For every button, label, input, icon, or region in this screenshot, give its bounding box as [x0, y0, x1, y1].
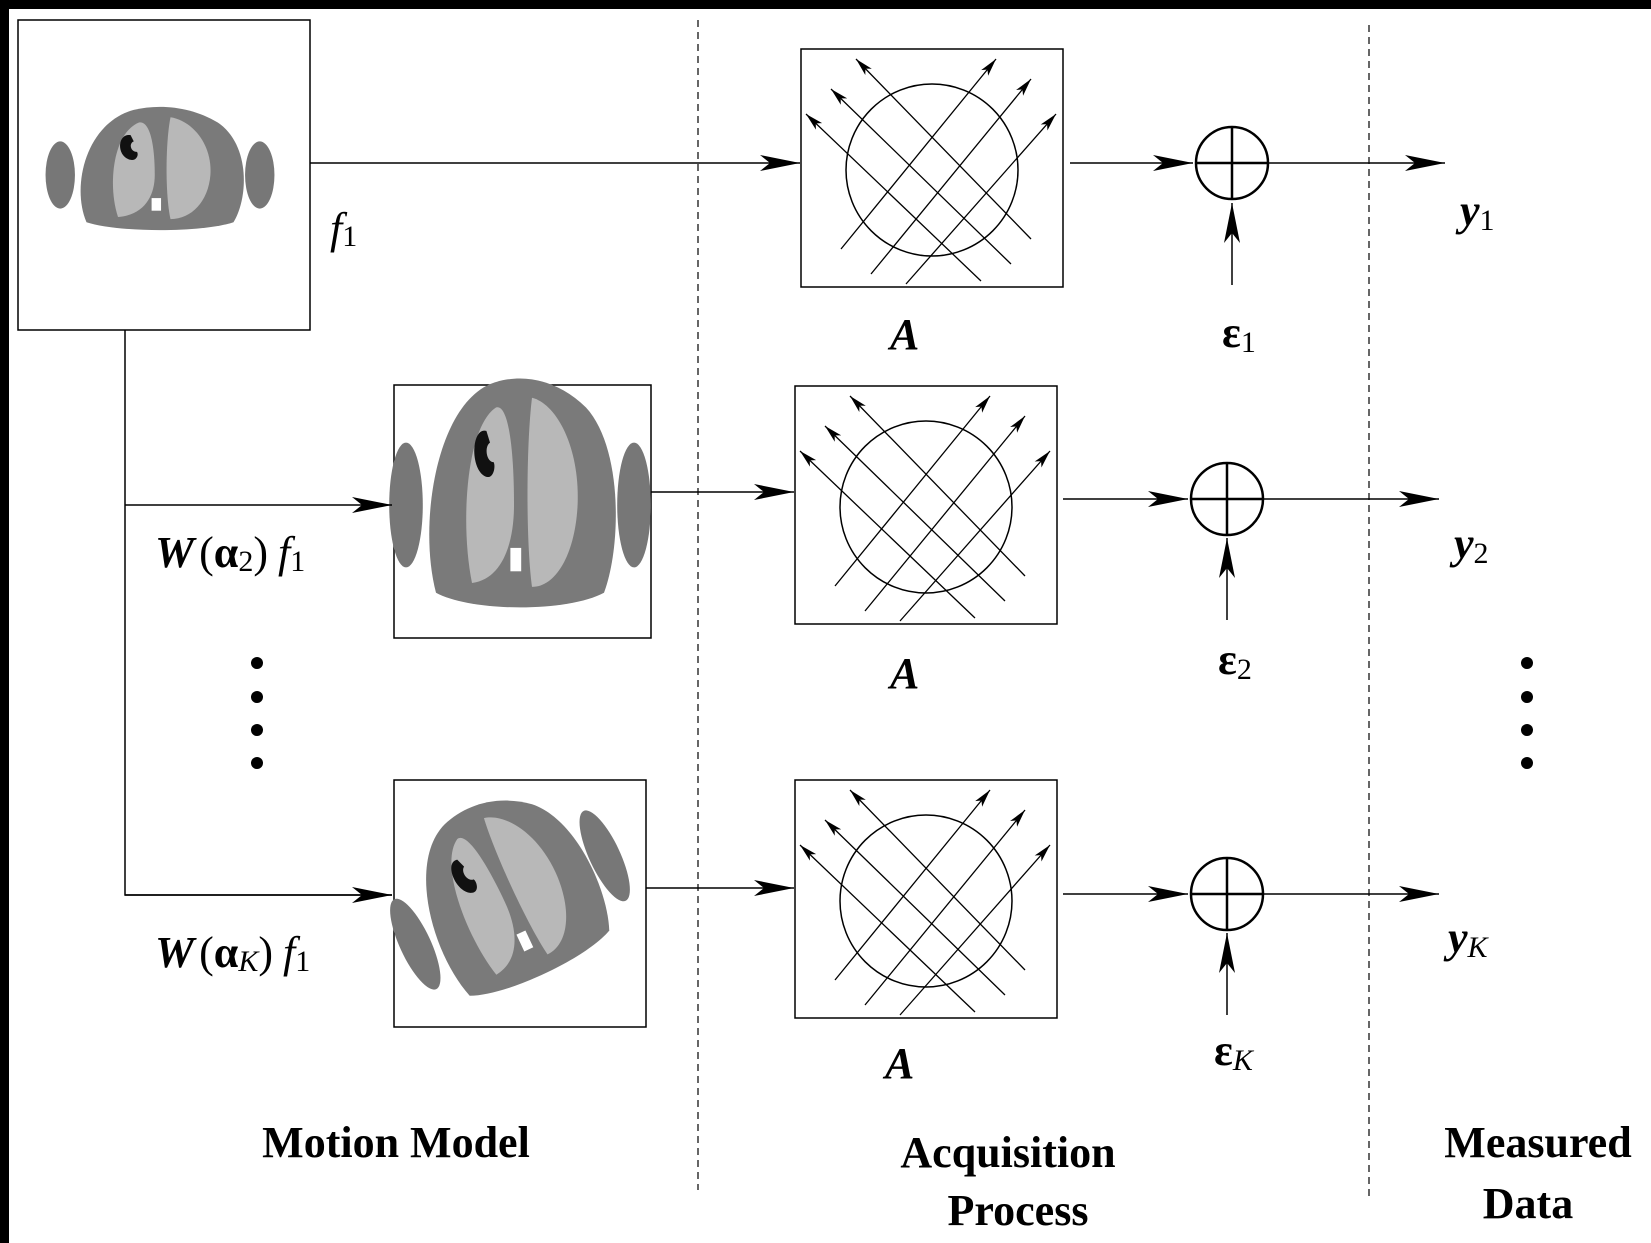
label-f1: f1: [330, 204, 357, 253]
section-title-motion-model: Motion Model: [262, 1118, 530, 1167]
warped-image-k: [358, 758, 654, 1028]
section-title-measured-1: Measured: [1444, 1118, 1631, 1167]
section-title-acquisition-1: Acquisition: [900, 1128, 1115, 1177]
label-system-matrix-2: A: [887, 649, 919, 698]
label-noise-k: εK: [1214, 1026, 1255, 1077]
label-system-matrix-1: A: [887, 310, 919, 359]
acquisition-box-2: [795, 386, 1057, 624]
section-title-measured-2: Data: [1483, 1179, 1573, 1228]
adder-2: [1189, 461, 1265, 537]
adder-1: [1194, 125, 1270, 201]
ellipsis-left: [251, 657, 263, 769]
warped-image-2: [389, 378, 652, 639]
label-yK: yK: [1443, 913, 1490, 964]
label-noise-2: ε2: [1218, 635, 1252, 686]
flow-arrows: [124, 155, 1445, 1015]
reference-image: [17, 19, 311, 331]
ellipsis-right: [1521, 657, 1533, 769]
label-warp-alphaK: W(αK)f1: [155, 928, 310, 978]
acquisition-box-1: [801, 49, 1063, 287]
label-warp-alpha2: W(α2)f1: [155, 528, 305, 578]
label-noise-1: ε1: [1222, 308, 1256, 359]
label-y1: y1: [1455, 186, 1495, 237]
section-title-acquisition-2: Process: [948, 1186, 1089, 1235]
adder-k: [1189, 856, 1265, 932]
acquisition-box-k: [795, 780, 1057, 1018]
label-y2: y2: [1449, 519, 1489, 570]
label-system-matrix-k: A: [882, 1039, 914, 1088]
